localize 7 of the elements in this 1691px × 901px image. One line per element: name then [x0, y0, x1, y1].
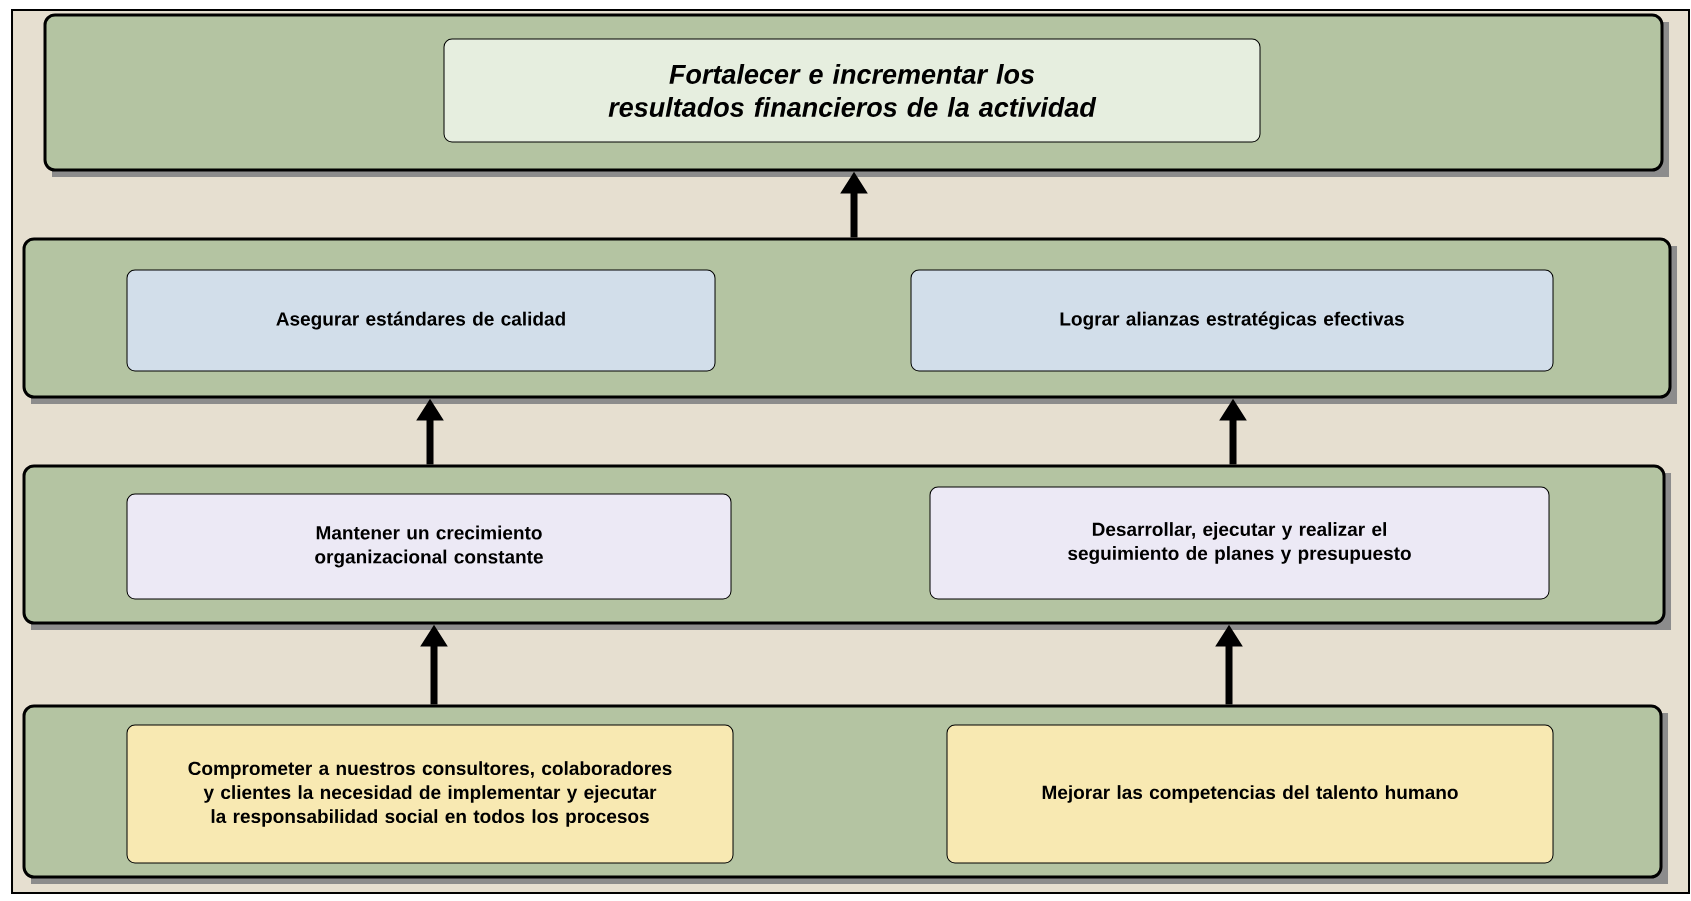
goal-box: Fortalecer e incrementar los resultados financieros de la actividad: [443, 38, 1261, 143]
goal-box: Asegurar estándares de calidad: [126, 269, 716, 372]
goal-box: Lograr alianzas estratégicas efectivas: [910, 269, 1554, 372]
goal-box: Comprometer a nuestros consultores, colaboradores y clientes la necesidad de implementar y ejecutar la responsabilidad social en todos los procesos: [126, 724, 734, 864]
goal-box: Desarrollar, ejecutar y realizar el seguimiento de planes y presupuesto: [929, 486, 1550, 600]
goal-box: Mejorar las competencias del talento humano: [946, 724, 1554, 864]
goal-box: Mantener un crecimiento organizacional constante: [126, 493, 732, 600]
